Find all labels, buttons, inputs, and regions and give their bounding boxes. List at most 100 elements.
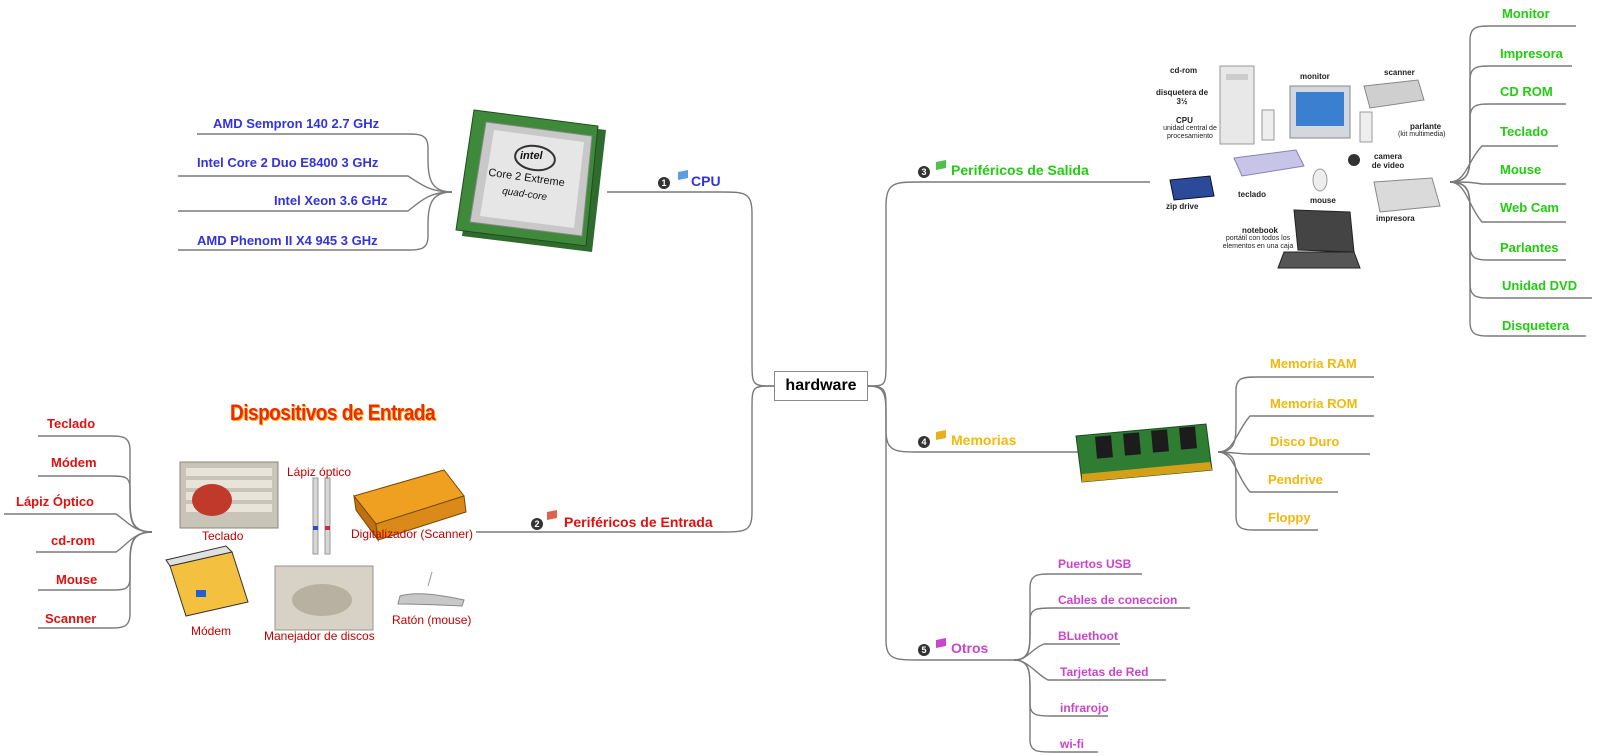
- flag-icon: [933, 437, 945, 447]
- branch-otros[interactable]: 5 Otros: [918, 640, 988, 657]
- entrada-item[interactable]: Scanner: [45, 611, 97, 626]
- entrada-item[interactable]: Módem: [51, 455, 97, 470]
- memorias-item[interactable]: Memoria ROM: [1270, 396, 1358, 411]
- memorias-item[interactable]: Floppy: [1268, 510, 1311, 525]
- collage-label-scanner: scanner: [1384, 68, 1415, 77]
- otros-item[interactable]: infrarojo: [1060, 701, 1109, 715]
- caption-lapiz: Lápiz óptico: [287, 465, 352, 479]
- cpu-item[interactable]: AMD Phenom II X4 945 3 GHz: [197, 233, 378, 248]
- branch-salida-label: Periféricos de Salida: [951, 162, 1089, 178]
- salida-item[interactable]: Disquetera: [1502, 318, 1570, 333]
- connector-memorias-leaf-3: [1217, 451, 1370, 455]
- collage-label-monitor: monitor: [1300, 72, 1330, 81]
- branch-otros-label: Otros: [951, 640, 989, 656]
- connector-cpu-leaf-4: [178, 191, 453, 251]
- otros-item[interactable]: Tarjetas de Red: [1060, 665, 1149, 679]
- collage-label-camera: camera de video: [1371, 152, 1405, 170]
- collage-label-mouse: mouse: [1310, 196, 1336, 205]
- salida-item[interactable]: Teclado: [1500, 124, 1549, 139]
- collage-label-notebook: notebook: [1242, 226, 1278, 235]
- flag-icon: [933, 645, 945, 655]
- collage-label-impresora: impresora: [1376, 214, 1415, 223]
- modem-image: [165, 545, 249, 617]
- connector-otros-leaf-1: [1013, 573, 1142, 661]
- flag-icons: [547, 160, 946, 648]
- collage-label-parlante: parlante: [1410, 122, 1442, 131]
- connector-entrada-leaf-6: [38, 531, 153, 629]
- memorias-item[interactable]: Disco Duro: [1270, 434, 1340, 449]
- connector-otros-leaf-6: [1013, 659, 1098, 753]
- salida-item[interactable]: Impresora: [1500, 46, 1563, 61]
- cpu-item[interactable]: AMD Sempron 140 2.7 GHz: [213, 116, 380, 131]
- connector-salida-leaf-9: [1449, 181, 1586, 337]
- entrada-item[interactable]: Teclado: [47, 416, 96, 431]
- number-badge: 4: [918, 435, 930, 448]
- caption-digitalizador: Digitalizador (Scanner): [351, 527, 474, 541]
- number-badge: 3: [918, 165, 930, 178]
- otros-item[interactable]: BLuethoot: [1058, 629, 1118, 643]
- memorias-item[interactable]: Memoria RAM: [1270, 356, 1357, 371]
- memorias-item[interactable]: Pendrive: [1268, 472, 1323, 487]
- connector-salida: [867, 181, 1150, 387]
- cpu-image-brand: intel: [520, 150, 543, 162]
- caption-raton: Ratón (mouse): [392, 613, 472, 627]
- connector-entrada-leaf-3: [4, 513, 153, 533]
- salida-item[interactable]: CD ROM: [1500, 84, 1553, 99]
- collage-label-cdrom: cd-rom: [1170, 66, 1198, 75]
- entrada-item[interactable]: Lápiz Óptico: [16, 494, 94, 509]
- entrada-item[interactable]: Mouse: [56, 572, 98, 587]
- salida-item[interactable]: Web Cam: [1500, 200, 1559, 215]
- cpu-item[interactable]: Intel Core 2 Duo E8400 3 GHz: [197, 155, 379, 170]
- branch-memorias-label: Memorias: [951, 432, 1017, 448]
- root-node-hardware[interactable]: hardware: [774, 371, 868, 401]
- collage-label-teclado: teclado: [1238, 190, 1267, 199]
- salida-item[interactable]: Mouse: [1500, 162, 1542, 177]
- entrada-item[interactable]: cd-rom: [51, 533, 96, 548]
- disk-drive-image: [274, 565, 374, 631]
- connector-memorias-leaf-2: [1217, 415, 1374, 453]
- collage-label-parlante-sub: (kit multimedia): [1398, 131, 1446, 138]
- salida-item[interactable]: Unidad DVD: [1502, 278, 1578, 293]
- connector-salida-leaf-5: [1449, 181, 1566, 185]
- collage-label-disquetera: disquetera de 3½: [1156, 88, 1209, 106]
- keyboard-image: [179, 461, 279, 529]
- connector-cpu-leaf-1: [197, 133, 453, 193]
- connector-cpu-leaf-2: [178, 175, 453, 193]
- caption-teclado: Teclado: [202, 529, 244, 543]
- branch-memorias[interactable]: 4 Memorias: [918, 432, 1016, 449]
- number-badge: 1: [658, 176, 670, 189]
- collage-label-cpu-sub: unidad central de procesamiento: [1163, 125, 1217, 140]
- otros-item[interactable]: wi-fi: [1060, 737, 1084, 751]
- branch-cpu-label: CPU: [691, 173, 721, 189]
- connector-otros-leaf-3: [1013, 643, 1120, 661]
- ram-module-image: [1075, 423, 1213, 483]
- connector-memorias-leaf-1: [1217, 376, 1374, 453]
- branch-entrada[interactable]: 2 Periféricos de Entrada: [531, 514, 713, 531]
- connector-entrada-leaf-1: [38, 435, 153, 533]
- branch-salida[interactable]: 3 Periféricos de Salida: [918, 162, 1089, 179]
- number-badge: 5: [918, 643, 930, 656]
- collage-label-notebook-sub: portátil con todos los elementos en una …: [1222, 235, 1294, 250]
- output-devices-collage: [1169, 65, 1441, 269]
- connector-salida-leaf-3: [1449, 103, 1566, 183]
- salida-item[interactable]: Parlantes: [1500, 240, 1559, 255]
- connector-memorias-leaf-5: [1217, 451, 1318, 531]
- cpu-item[interactable]: Intel Xeon 3.6 GHz: [274, 193, 388, 208]
- flag-icon: [933, 167, 945, 177]
- branch-cpu[interactable]: 1 CPU: [658, 173, 721, 190]
- otros-item[interactable]: Puertos USB: [1058, 557, 1132, 571]
- otros-item[interactable]: Cables de coneccion: [1058, 593, 1178, 607]
- connector-salida-leaf-4: [1449, 145, 1558, 183]
- light-pen-image: [312, 477, 331, 555]
- number-badge: 2: [531, 517, 543, 530]
- flag-icon: [673, 178, 685, 188]
- caption-manejador: Manejador de discos: [264, 629, 375, 643]
- connector-otros: [867, 385, 1014, 661]
- cpu-chip-image: [455, 109, 606, 252]
- branch-entrada-label: Periféricos de Entrada: [564, 514, 713, 530]
- connector-entrada: [476, 385, 775, 533]
- collage-label-zip: zip drive: [1166, 202, 1199, 211]
- caption-modem: Módem: [191, 624, 232, 638]
- salida-item[interactable]: Monitor: [1502, 6, 1550, 21]
